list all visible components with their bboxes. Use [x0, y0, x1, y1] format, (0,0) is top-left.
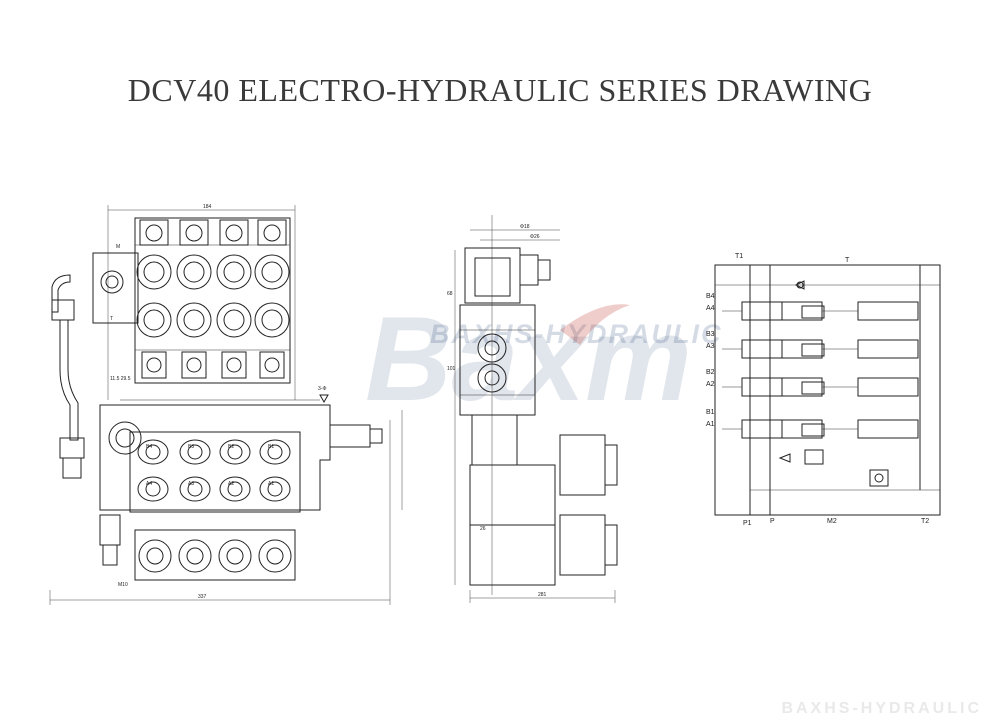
port-b3: B3 — [188, 444, 194, 450]
label-thread: 3-Φ — [318, 386, 326, 392]
port-a1-schem: A1 — [706, 421, 715, 428]
watermark-brand: Baxm — [365, 292, 692, 426]
lower-rows — [137, 439, 291, 502]
port-p: P — [770, 518, 775, 525]
valve-section-4 — [722, 301, 919, 321]
label-t: T — [110, 316, 113, 322]
port-t: T — [845, 257, 850, 264]
upper-caps — [139, 219, 287, 246]
page-title: DCV40 ELECTRO-HYDRAULIC SERIES DRAWING — [127, 72, 873, 108]
port-t1: T1 — [735, 253, 743, 260]
side-dim-small: 26 — [480, 526, 486, 532]
port-m2: M2 — [827, 518, 837, 525]
front-view: 184 M T — [49, 204, 403, 605]
side-dim-left-2: 101 — [447, 366, 456, 372]
side-dim-bottom: 281 — [538, 592, 547, 598]
port-t2: T2 — [921, 518, 929, 525]
port-a3: A3 — [188, 481, 194, 487]
dim-top-label: 184 — [203, 204, 212, 210]
side-view: Φ18 Φ26 68 101 26 281 — [447, 215, 618, 603]
port-b4-schem: B4 — [706, 293, 715, 300]
port-a3-schem: A3 — [706, 343, 715, 350]
dim-bottom-label: 337 — [198, 594, 207, 600]
label-note: 11.5 29.5 — [110, 376, 131, 382]
label-m: M — [116, 244, 120, 250]
port-b2: B2 — [228, 444, 234, 450]
label-m10: M10 — [118, 582, 128, 588]
hydraulic-schematic: T1 T B4 A4 B3 A3 B2 A2 B1 A1 P1 P M2 T2 — [706, 253, 941, 527]
port-b1-schem: B1 — [706, 409, 715, 416]
port-b2-schem: B2 — [706, 369, 715, 376]
valve-section-3 — [722, 339, 919, 359]
valve-section-2 — [722, 377, 919, 397]
watermark: Baxm BAXHS-HYDRAULIC — [365, 292, 721, 426]
corner-watermark: BAXHS-HYDRAULIC — [781, 700, 982, 717]
upper-rows — [136, 254, 290, 379]
port-b4: B4 — [146, 444, 152, 450]
port-b3-schem: B3 — [706, 331, 715, 338]
port-a2: A2 — [228, 481, 234, 487]
port-p1: P1 — [743, 520, 752, 527]
side-dim-2: Φ26 — [530, 234, 540, 240]
watermark-swoosh-icon — [560, 304, 630, 345]
valve-section-1 — [722, 419, 919, 439]
port-a1: A1 — [268, 481, 274, 487]
port-a4: A4 — [146, 481, 152, 487]
port-b1: B1 — [268, 444, 274, 450]
port-a4-schem: A4 — [706, 305, 715, 312]
side-dim-1: Φ18 — [520, 224, 530, 230]
side-dim-left-1: 68 — [447, 291, 453, 297]
port-a2-schem: A2 — [706, 381, 715, 388]
